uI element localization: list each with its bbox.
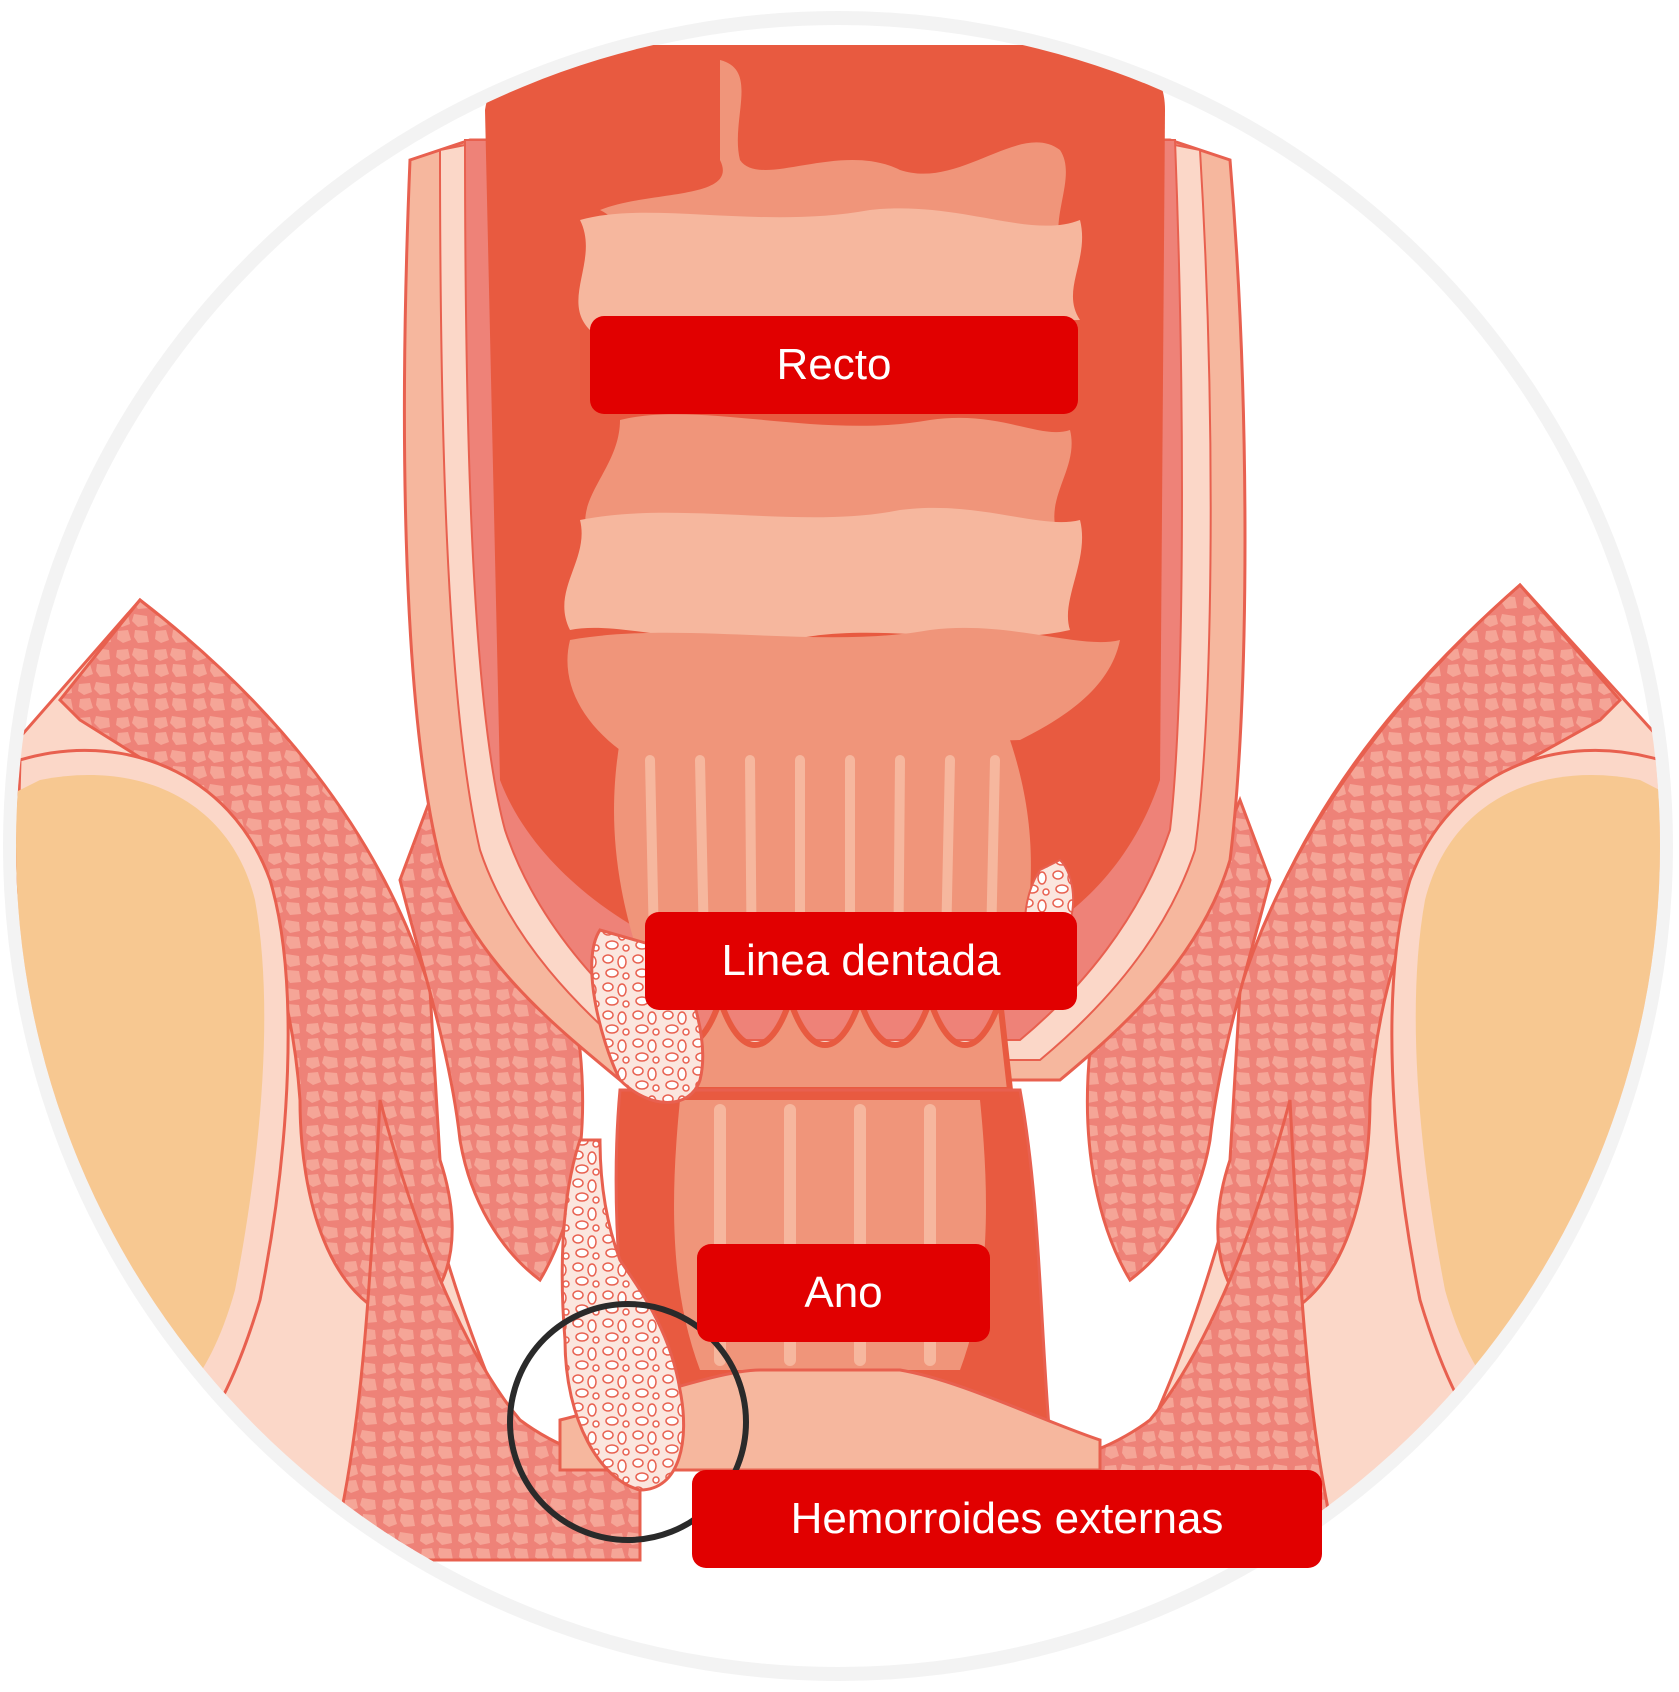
label-ano-text: Ano xyxy=(804,1268,882,1318)
label-linea-dentada-text: Linea dentada xyxy=(722,936,1001,986)
label-hemorroides-externas: Hemorroides externas xyxy=(692,1470,1322,1568)
label-ano: Ano xyxy=(697,1244,990,1342)
label-hemorroides-externas-text: Hemorroides externas xyxy=(791,1494,1224,1544)
label-linea-dentada: Linea dentada xyxy=(645,912,1077,1010)
rectum-lumen xyxy=(485,45,1165,990)
label-recto: Recto xyxy=(590,316,1078,414)
label-recto-text: Recto xyxy=(777,340,892,390)
